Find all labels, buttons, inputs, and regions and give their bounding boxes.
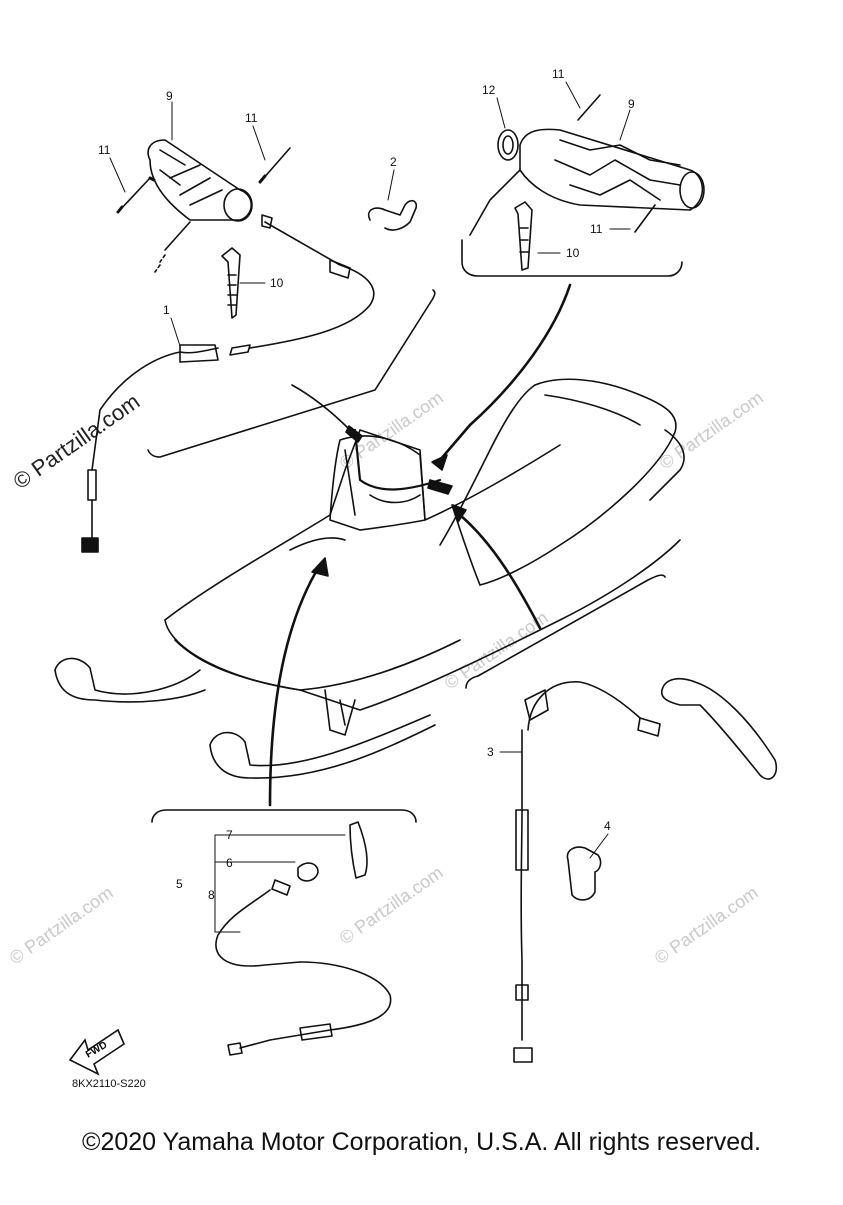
cable-band [221, 247, 241, 319]
grip-left [147, 139, 253, 273]
callout-11: 11 [552, 67, 565, 81]
arrow-head [452, 504, 467, 523]
cable-holder [566, 846, 602, 901]
arrow-head [311, 557, 329, 577]
fwd-label: FWD [84, 1040, 109, 1061]
callout-3: 3 [487, 745, 494, 759]
callout-7: 7 [226, 828, 233, 842]
watermark-main: © Partzilla.com [9, 389, 145, 495]
screw [634, 204, 656, 233]
part-code: 8KX2110-S220 [72, 1078, 146, 1090]
watermark: © Partzilla.com [6, 882, 117, 968]
bracket-top-right [461, 239, 683, 277]
screw [261, 147, 291, 181]
brake-lever [660, 677, 778, 780]
clip-part [367, 199, 418, 231]
callout-leaders [109, 81, 631, 859]
callout-11: 11 [245, 111, 258, 125]
brake-cable [513, 681, 661, 1063]
leader-line [458, 513, 542, 630]
fwd-arrow-icon: FWD [68, 1028, 125, 1076]
callout-11: 11 [98, 143, 111, 157]
callout-4: 4 [604, 819, 611, 833]
throttle-cable [81, 214, 375, 553]
grip-end [345, 425, 363, 443]
watermark: © Partzilla.com [336, 862, 447, 948]
callout-10: 10 [270, 276, 284, 290]
cable-band [514, 201, 533, 271]
grip-end [427, 479, 453, 495]
watermarks: © Partzilla.com © Partzilla.com © Partzi… [6, 387, 767, 968]
callout-1: 1 [163, 303, 170, 317]
screw [577, 94, 601, 121]
callout-9: 9 [166, 89, 173, 103]
callout-8: 8 [208, 888, 215, 902]
grip-right [469, 128, 705, 236]
callout-6: 6 [226, 856, 233, 870]
callout-2: 2 [390, 155, 397, 169]
leader-line [438, 283, 572, 462]
bracket-bottom-left [151, 809, 417, 823]
watermark: © Partzilla.com [656, 387, 767, 473]
callout-5: 5 [176, 877, 183, 891]
arrow-head [431, 454, 448, 471]
grip-ring [497, 129, 519, 161]
cable-routing [289, 537, 346, 551]
watermark: © Partzilla.com [651, 882, 762, 968]
callout-labels: 9 11 11 2 10 1 12 11 9 10 11 3 4 7 6 5 8 [98, 67, 635, 902]
screw [119, 177, 151, 211]
callout-12: 12 [482, 83, 496, 97]
callout-9: 9 [628, 97, 635, 111]
cable-routing [369, 494, 421, 504]
leader-line [268, 563, 322, 807]
bracket-bottom-right [465, 574, 666, 689]
choke-cable [215, 821, 392, 1056]
copyright-footer: ©2020 Yamaha Motor Corporation, U.S.A. A… [82, 1128, 761, 1156]
bracket-top-left [147, 289, 436, 458]
callout-10: 10 [566, 246, 580, 260]
leader-line [291, 384, 351, 431]
callout-11: 11 [590, 222, 603, 236]
